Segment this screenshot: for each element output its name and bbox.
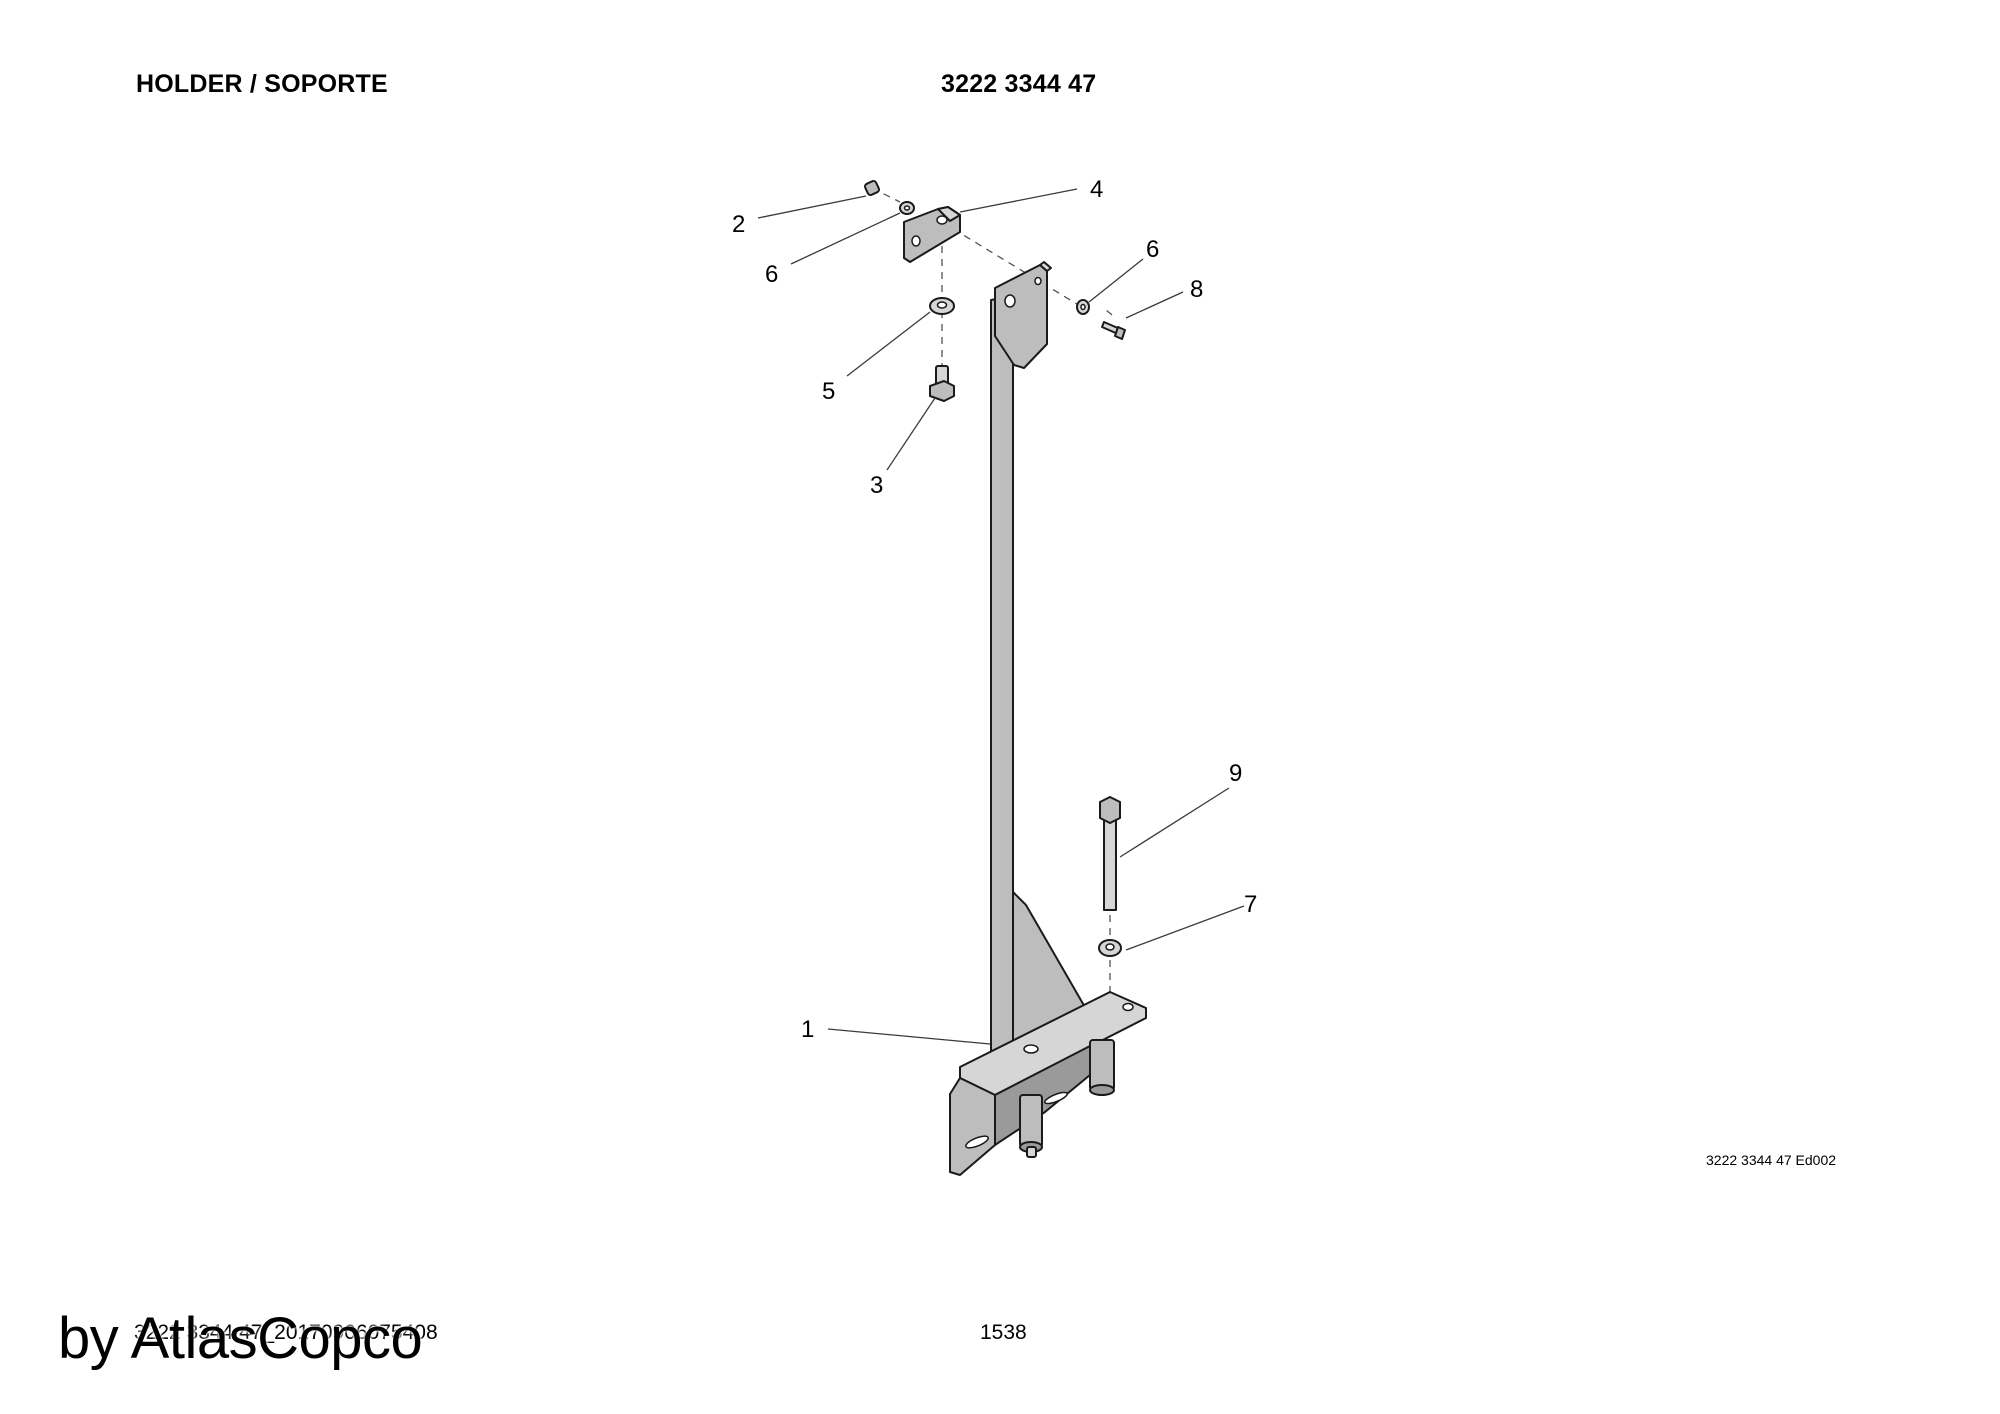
page-title: HOLDER / SOPORTE [136,70,388,98]
item-6-washer-upper-left [899,201,915,215]
item-9-long-bolt [1099,796,1121,911]
item-5-washer [929,297,955,315]
callout-7: 7 [1244,891,1257,918]
callout-4: 4 [1090,176,1103,203]
footer-document-id: 3222 3344 47_20170906075408 [134,1321,438,1344]
item-7-washer [1098,939,1122,957]
watermark-logo-text: by AtlasCopco [58,1306,423,1371]
leader-lines [757,188,1245,1045]
callout-8: 8 [1190,276,1203,303]
drawing-reference: 3222 3344 47 Ed002 [1706,1152,1837,1168]
callout-6-left: 6 [765,261,778,288]
callout-9: 9 [1229,760,1242,787]
item-4-bracket [903,206,961,263]
callout-labels: 2 6 4 5 3 6 8 9 7 1 [732,176,1257,1043]
item-8-screw [1101,321,1126,340]
item-6-washer-right [1076,299,1090,315]
callout-6-right: 6 [1146,236,1159,263]
callout-5: 5 [822,378,835,405]
callout-1: 1 [801,1016,814,1043]
callout-3: 3 [870,472,883,499]
item-3-hex-bolt [929,365,955,402]
item-2-screw [864,180,880,196]
callout-2: 2 [732,211,745,238]
item-1-holder-post [949,261,1147,1176]
part-number: 3222 3344 47 [941,70,1097,98]
page-number: 1538 [980,1321,1027,1344]
